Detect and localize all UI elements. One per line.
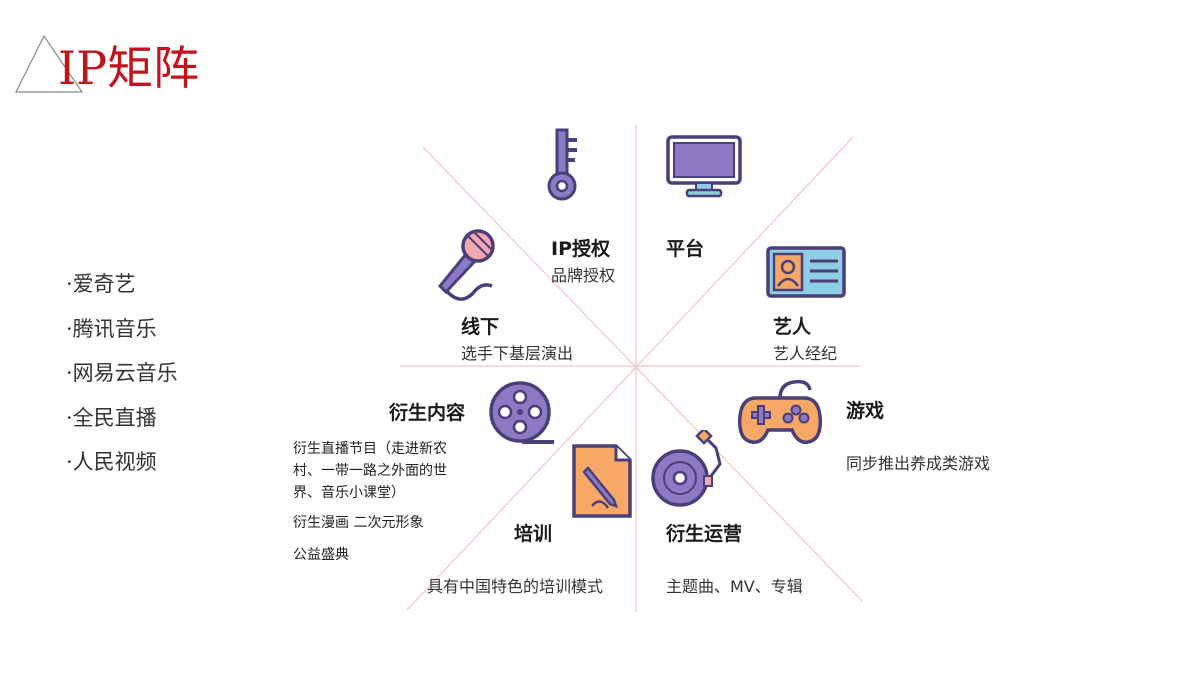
ip-license-heading: IP授权 (551, 238, 610, 260)
microphone-icon (437, 229, 495, 301)
training-desc: 具有中国特色的培训模式 (427, 577, 604, 596)
platform-heading: 平台 (666, 238, 705, 260)
derivative-content-desc-line: 界、音乐小课堂） (293, 485, 405, 501)
platform-item: ·人民视频 (66, 450, 157, 474)
offline-desc: 选手下基层演出 (461, 344, 574, 363)
derivative-content-heading: 衍生内容 (389, 402, 466, 424)
game-heading: 游戏 (846, 400, 885, 422)
derivative-content-desc-line: 村、一带一路之外面的世 (293, 463, 447, 479)
platform-item: ·全民直播 (66, 405, 157, 430)
offline-heading: 线下 (461, 316, 500, 338)
derivative-content-desc-line: 衍生直播节目（走进新农 (293, 441, 447, 457)
platform-item: ·腾讯音乐 (66, 316, 157, 341)
page-title: IP矩阵 (58, 41, 200, 95)
turntable-icon (651, 430, 722, 507)
game-desc: 同步推出养成类游戏 (846, 454, 991, 473)
derivative-content-desc2: 衍生漫画 二次元形象 (293, 515, 424, 531)
title-triangle-decoration (15, 34, 84, 93)
id-card-icon (766, 246, 846, 298)
gamepad-icon (738, 379, 822, 444)
training-heading: 培训 (514, 523, 553, 545)
monitor-icon (666, 135, 742, 198)
artist-heading: 艺人 (773, 316, 812, 338)
derivative-content-desc: 衍生直播节目（走进新农 村、一带一路之外面的世 界、音乐小课堂） (293, 438, 447, 504)
platform-list: ·爱奇艺 ·腾讯音乐 ·网易云音乐 ·全民直播 ·人民视频 (66, 262, 178, 485)
platform-item: ·网易云音乐 (66, 361, 178, 385)
key-icon (547, 128, 577, 201)
derivative-ops-desc: 主题曲、MV、专辑 (666, 577, 803, 596)
artist-desc: 艺人经纪 (773, 344, 838, 363)
ip-license-desc: 品牌授权 (551, 266, 616, 285)
platform-item: ·爱奇艺 (66, 272, 136, 296)
document-pen-icon (572, 444, 632, 518)
derivative-content-desc3: 公益盛典 (293, 547, 349, 563)
derivative-ops-heading: 衍生运营 (666, 523, 743, 545)
film-reel-icon (489, 381, 554, 444)
